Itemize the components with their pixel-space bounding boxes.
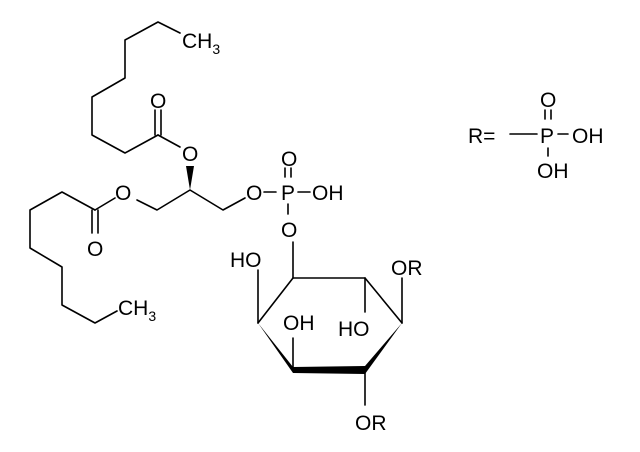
glycerol-o3: O [246,182,262,205]
top-ester-o: O [182,143,198,166]
r-def-label: R= [468,125,495,148]
phosphate-oh: OH [312,182,344,205]
top-ch3-label: CH3 [182,30,220,57]
phosphate-p: P [281,182,295,205]
ring-ho-left: HO [230,249,262,272]
bottom-acyl-chain: O O CH3 [29,182,156,324]
bottom-carbonyl-o: O [87,238,103,261]
glycerol-backbone: O [136,166,262,211]
phosphate-bridge-o: O [281,219,297,242]
phosphate-eq-o: O [281,148,297,171]
top-acyl-chain: CH3 O O [91,21,220,166]
bottom-ester-o: O [115,182,131,205]
top-carbonyl-o: O [150,90,166,113]
ring-ho-mid: HO [338,318,370,341]
ring-or-bottom: OR [355,412,387,435]
legend-p: P [540,125,554,148]
legend-oh-down: OH [537,160,569,183]
r-group-definition: R= P O OH OH [468,89,604,183]
inositol-ring: HO OH HO OR OR [230,249,423,435]
legend-oh-right: OH [572,125,604,148]
legend-eq-o: O [540,89,556,112]
bottom-ch3-label: CH3 [118,297,156,324]
ring-or-top: OR [391,257,423,280]
phosphate-group: P O OH O [263,148,344,279]
ring-oh-axial: OH [283,312,315,335]
